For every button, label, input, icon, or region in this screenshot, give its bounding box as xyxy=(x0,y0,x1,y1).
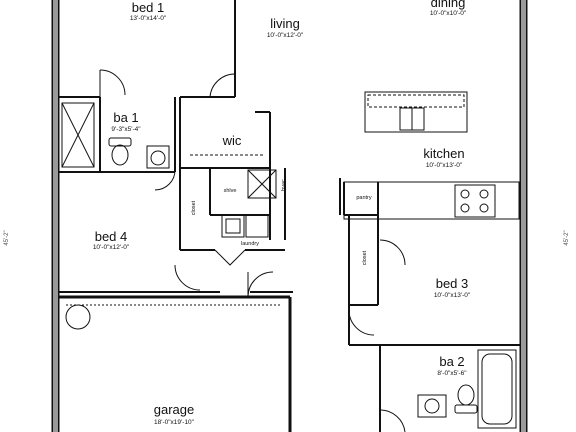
ba1-dims: 9'-3"x5'-4" xyxy=(111,126,141,133)
tub-ba2 xyxy=(477,349,517,429)
toilet-ba1 xyxy=(108,137,132,166)
garage-water-heater xyxy=(65,304,91,330)
bed4-door xyxy=(174,264,201,291)
wic-walls xyxy=(179,97,271,169)
dining-dims: 10'-0"x10'-0" xyxy=(430,10,467,17)
ba1-door xyxy=(99,69,126,97)
laundry-label: laundry xyxy=(241,241,259,247)
bed3-walls xyxy=(348,215,521,346)
closet-left-label: closet xyxy=(191,200,197,215)
garage-walls xyxy=(58,295,292,432)
ba2-name: ba 2 xyxy=(439,354,464,369)
kitchen-name: kitchen xyxy=(423,146,464,161)
room-labels: bed 1 13'-0"x14'-0" living 10'-0"x12'-0"… xyxy=(4,0,570,426)
bed4-dims: 10'-0"x12'-0" xyxy=(93,244,130,251)
kitchen-dims: 10'-0"x13'-0" xyxy=(426,162,463,169)
wic-name: wic xyxy=(222,133,242,148)
garage-steps xyxy=(247,271,274,297)
laundry-door xyxy=(214,249,246,266)
garage-dims: 18'-0"x19'-10" xyxy=(154,419,195,426)
ba2-door xyxy=(379,409,406,432)
bed1-door xyxy=(209,73,236,98)
hall-closets xyxy=(179,168,286,251)
sink-ba1 xyxy=(146,145,170,169)
washer-dryer xyxy=(221,214,269,238)
ba2-dims: 8'-0"x5'-6" xyxy=(437,370,467,377)
bed3-name: bed 3 xyxy=(436,276,469,291)
bed3-door xyxy=(348,239,406,336)
living-name: living xyxy=(270,16,300,31)
bed1-name: bed 1 xyxy=(132,0,165,15)
shower-ba1 xyxy=(61,102,95,168)
living-dims: 10'-0"x12'-0" xyxy=(267,32,304,39)
closet-right-label: closet xyxy=(362,250,368,265)
shlve-label: shlve xyxy=(224,188,237,194)
hvac-unit xyxy=(247,169,277,199)
exterior-walls-fill xyxy=(53,0,526,432)
overall-dim-left: 45'-2" xyxy=(4,230,10,245)
hvac-label: hvac xyxy=(281,179,287,191)
pantry-label: pantry xyxy=(356,195,372,201)
ba1-name: ba 1 xyxy=(113,110,138,125)
ba1-walls xyxy=(58,97,176,173)
overall-dim-right: 45'-2" xyxy=(564,230,570,245)
toilet-ba2 xyxy=(454,384,478,414)
bed1-dims: 13'-0"x14'-0" xyxy=(130,15,167,22)
garage-name: garage xyxy=(154,402,194,417)
bed4-name: bed 4 xyxy=(95,229,128,244)
bed3-dims: 10'-0"x13'-0" xyxy=(434,292,471,299)
sink-ba2 xyxy=(417,394,447,418)
wic-door xyxy=(154,169,176,191)
kitchen-island xyxy=(364,91,468,133)
dining-name: dining xyxy=(431,0,466,10)
